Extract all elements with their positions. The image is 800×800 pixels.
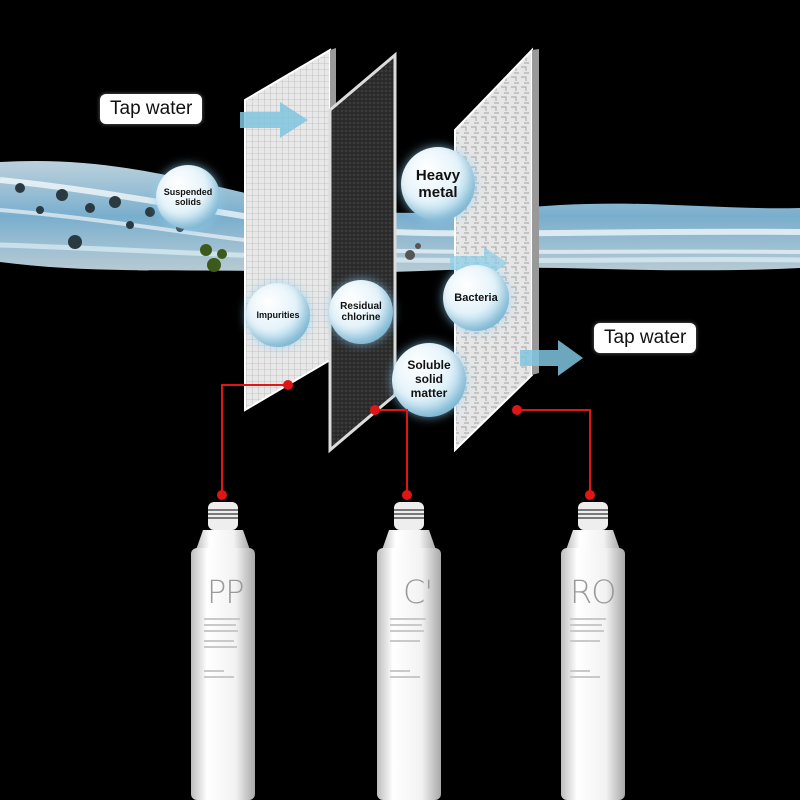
impurities-bubble: Impurities (246, 283, 310, 347)
bubble-text: Impurities (256, 309, 300, 320)
bubble-text: metal (418, 184, 458, 201)
tap-water-output-label: Tap water (594, 323, 697, 353)
pp-cartridge-label: PP (207, 573, 245, 611)
carbon-panel-dot (370, 405, 380, 415)
ro-connector (517, 409, 591, 495)
ro-cartridge-label: RO (570, 573, 616, 611)
pp-cartridge-dot (217, 490, 227, 500)
bubble-text: Bacteria (454, 291, 498, 304)
bubble-text: Heavy (415, 166, 461, 184)
flow-arrow-in (240, 102, 308, 138)
bubble-text: chlorine (341, 312, 381, 323)
carbon-connector (375, 409, 408, 495)
tap-water-input-label: Tap water (100, 94, 203, 124)
carbon-cartridge (377, 502, 441, 800)
bubble-text: Soluble (407, 358, 451, 373)
pp-panel-dot (283, 380, 293, 390)
ro-panel-dot (512, 405, 522, 415)
pp-cartridge (191, 502, 255, 800)
bubble-text: solid (414, 372, 443, 387)
particles (15, 183, 184, 249)
carbon-cartridge-dot (402, 490, 412, 500)
flow-arrow-out (520, 340, 583, 376)
bubble-text: Suspended (163, 186, 213, 197)
bacteria-bubble: Bacteria (443, 265, 509, 331)
bubble-text: Residual (340, 300, 382, 312)
carbon-cartridge-label: C' (403, 573, 433, 611)
bubble-text: matter (410, 385, 448, 400)
bubble-text: solids (174, 197, 201, 207)
ro-cartridge-dot (585, 490, 595, 500)
ro-cartridge (561, 502, 625, 800)
ro-membrane-panel (454, 47, 539, 453)
pp-connector (221, 384, 288, 495)
